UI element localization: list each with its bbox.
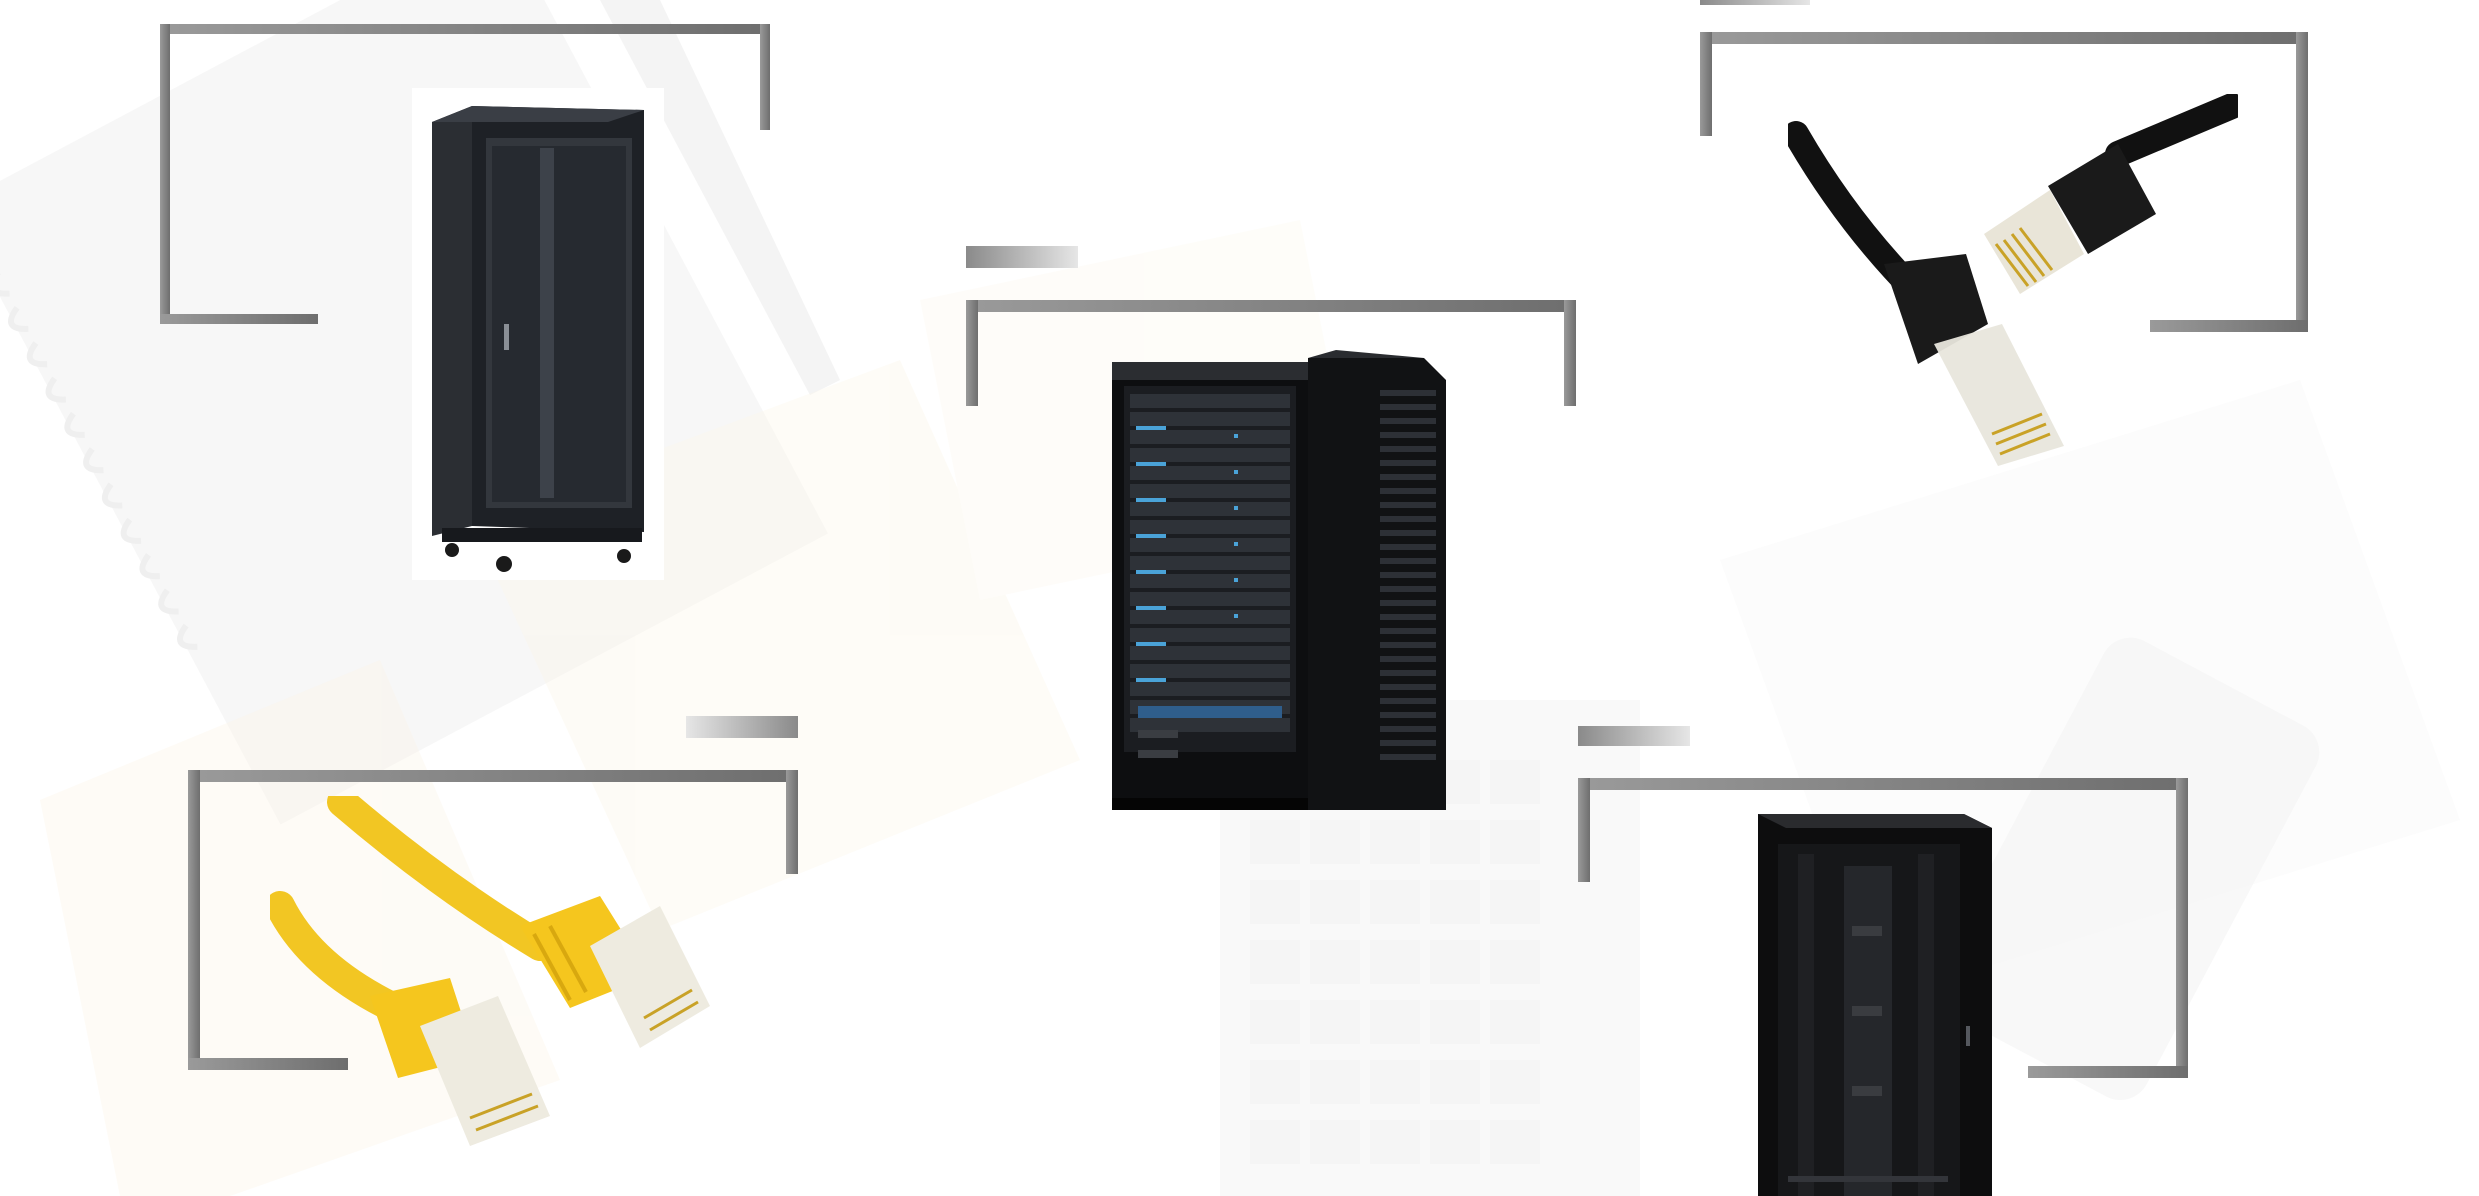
black-ethernet-cable-image	[1788, 94, 2238, 466]
network-cabinet-image	[412, 88, 664, 580]
server-rack-image	[1112, 350, 1446, 810]
phone-illustration	[1931, 637, 2320, 1101]
frame-top-right	[1700, 0, 2308, 332]
frame-bottom-left	[188, 716, 798, 1070]
yellow-ethernet-cable-image	[270, 796, 710, 1146]
frame-center	[966, 246, 1576, 406]
frame-bottom-right	[1578, 726, 2188, 1078]
frame-top-left	[160, 24, 770, 324]
tall-network-cabinet-image	[1758, 814, 1992, 1196]
